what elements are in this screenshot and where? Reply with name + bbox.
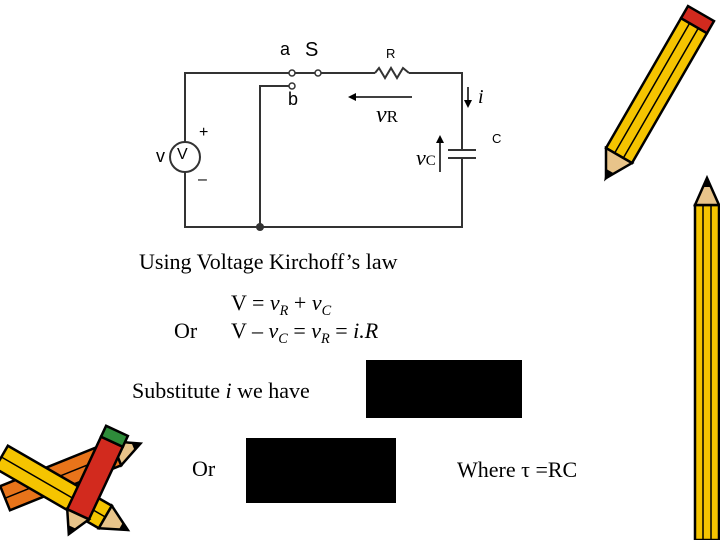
- label-vc: vC: [416, 145, 436, 170]
- current-arrow: [464, 87, 472, 108]
- label-b: b: [288, 89, 299, 109]
- switch-contact-a: [288, 69, 296, 77]
- equation-2: V – vC = vR = i.R: [231, 318, 379, 347]
- tau-definition: Where τ =RC: [457, 457, 578, 482]
- circuit-wires: [184, 66, 476, 228]
- equation-image-1: [366, 360, 522, 418]
- vc-arrow: [436, 135, 444, 172]
- voltage-source: [169, 141, 201, 173]
- label-a: a: [280, 39, 291, 59]
- or-label-2: Or: [192, 456, 216, 481]
- label-r: R: [386, 46, 396, 61]
- junction-dot: [256, 223, 264, 231]
- pencil-top-right-icon: [604, 4, 716, 182]
- source-symbol: V: [177, 146, 188, 163]
- label-vr: vR: [376, 102, 398, 128]
- plus-sign: +: [199, 124, 209, 141]
- label-i: i: [478, 86, 484, 108]
- pencils-bottom-left-icon: [0, 424, 144, 537]
- label-c: C: [492, 131, 502, 146]
- vr-arrow: [348, 93, 412, 101]
- equation-1: V = vR + vC: [231, 290, 332, 319]
- kvl-heading: Using Voltage Kirchoff’s law: [139, 249, 398, 274]
- pencil-right-icon: [693, 174, 720, 540]
- label-s: S: [305, 39, 319, 61]
- or-label-1: Or: [174, 318, 198, 343]
- equation-image-2: [246, 438, 396, 503]
- label-v: v: [156, 146, 165, 166]
- substitute-text: Substitute i we have: [132, 378, 310, 403]
- switch-pivot: [314, 69, 322, 77]
- minus-sign: –: [198, 171, 207, 188]
- switch-contact-b: [288, 82, 296, 90]
